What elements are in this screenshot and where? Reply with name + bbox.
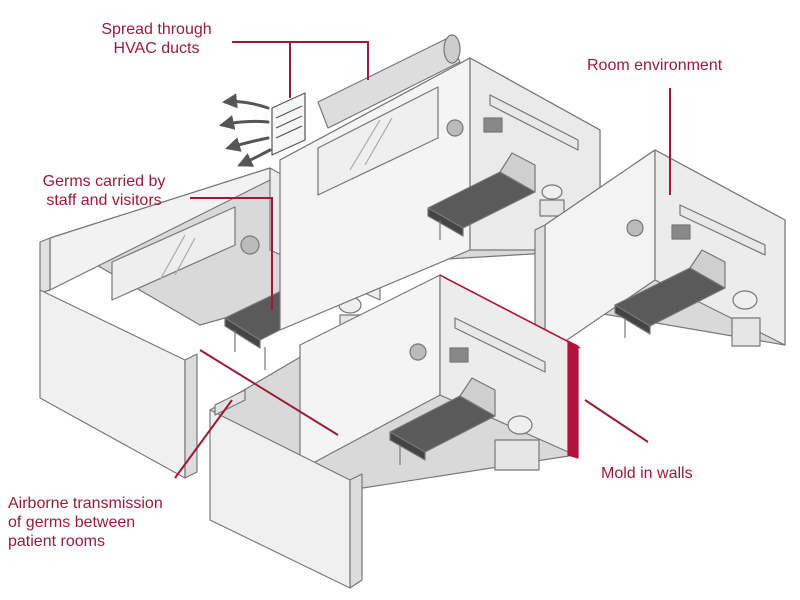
wall-monitor-icon [671, 224, 691, 240]
bedside-lamp-icon [494, 415, 540, 471]
window-icon [111, 206, 236, 301]
callout-line-hvac [232, 41, 369, 80]
callout-line-mold [584, 399, 649, 443]
label-room-environment-text: Room environment [587, 57, 723, 74]
wall-clock-icon [626, 219, 644, 237]
label-staff: Germs carried by staff and visitors [24, 172, 184, 210]
hospital-bed-icon [389, 377, 496, 465]
room-front-middle [209, 274, 581, 589]
hospital-bed-icon [427, 152, 536, 240]
room-right [534, 149, 786, 361]
wall-clock-icon [240, 235, 260, 255]
hvac-duct-icon [317, 34, 461, 129]
callout-line-airborne-1 [174, 399, 233, 479]
label-airborne-line2: of germs between [8, 514, 136, 531]
room-back-middle [279, 57, 601, 331]
bedside-lamp-icon [539, 184, 565, 217]
label-mold: Mold in walls [601, 464, 693, 483]
label-room-environment: Room environment [587, 56, 722, 75]
callout-lines [174, 41, 671, 479]
wall-monitor-icon [449, 347, 469, 363]
callout-line-staff [190, 197, 273, 310]
air-vent-icon [271, 92, 306, 156]
bedside-lamp-icon [731, 290, 761, 347]
label-airborne-line3: patient rooms [8, 533, 105, 550]
wall-monitor-icon [483, 117, 503, 133]
label-airborne-line1: Airborne transmission [8, 495, 163, 512]
wall-clock-icon [446, 119, 464, 137]
label-mold-text: Mold in walls [601, 465, 693, 482]
label-airborne: Airborne transmission of germs between p… [8, 494, 163, 551]
label-hvac-line2: HVAC ducts [113, 40, 200, 57]
callout-line-airborne-2 [199, 349, 339, 436]
label-hvac: Spread through HVAC ducts [84, 20, 229, 58]
hospital-bed-icon [614, 249, 726, 338]
window-icon [317, 86, 439, 196]
label-staff-line2: staff and visitors [46, 192, 162, 209]
airflow-arrows-icon [219, 93, 272, 167]
label-staff-line1: Germs carried by [42, 173, 166, 190]
mold-wall [439, 274, 581, 459]
wall-clock-icon [409, 343, 427, 361]
label-hvac-line1: Spread through [101, 21, 212, 38]
